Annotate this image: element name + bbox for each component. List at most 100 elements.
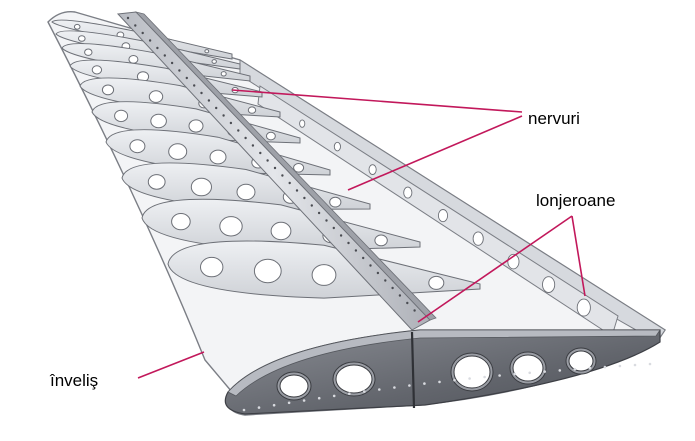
spar-rivet: [288, 181, 291, 185]
rib-hole: [129, 139, 146, 154]
rib-hole: [168, 143, 188, 160]
root-rivet: [272, 403, 276, 407]
root-rivet: [543, 370, 546, 373]
rib-hole: [188, 119, 204, 133]
spar-rivet: [163, 54, 166, 57]
root-rivet: [423, 382, 426, 385]
rear-spar-hole: [542, 276, 556, 293]
rib-hole: [128, 55, 139, 64]
root-rivet: [363, 390, 366, 393]
root-rivet: [603, 365, 607, 369]
root-rivet: [393, 386, 396, 389]
label-skin: înveliş: [49, 371, 98, 390]
spar-rivet: [200, 91, 203, 95]
spar-rivet: [126, 16, 130, 20]
rib-hole: [190, 177, 212, 197]
rib-hole: [374, 234, 388, 247]
root-rivet: [633, 363, 637, 367]
rib-hole: [329, 196, 342, 208]
spar-rivet: [406, 301, 409, 305]
spar-rivet: [148, 39, 152, 42]
spar-rivet: [170, 61, 174, 65]
rib-hole: [147, 174, 166, 190]
rib-hole: [204, 49, 210, 54]
spar-rivet: [369, 264, 372, 267]
spar-rivet: [347, 241, 350, 245]
root-rivet: [483, 375, 486, 379]
spar-rivet: [339, 234, 343, 237]
spar-rivet: [295, 189, 299, 192]
root-hole: [512, 354, 544, 382]
root-rivet: [378, 388, 381, 391]
spar-rivet: [362, 256, 365, 260]
rear-spar-hole: [576, 298, 591, 317]
spar-rivet: [391, 286, 394, 290]
rib-hole: [91, 65, 103, 75]
root-rivet: [257, 406, 261, 409]
spar-rivet: [141, 31, 144, 35]
root-rib-spar-joint: [410, 331, 416, 409]
root-rivet: [302, 399, 306, 402]
spar-rivet: [384, 279, 387, 282]
spar-rivet: [134, 24, 137, 27]
root-rivet: [408, 384, 411, 387]
spar-rivet: [244, 136, 247, 140]
spar-rivet: [259, 151, 262, 155]
spar-rivet: [281, 174, 284, 177]
spar-rivet: [310, 204, 313, 207]
rear-spar-hole: [437, 209, 449, 223]
spar-rivet: [332, 226, 335, 230]
root-rivet: [438, 380, 441, 384]
root-rib-flange: [227, 329, 661, 397]
spar-rivet: [229, 121, 233, 125]
root-rivet: [588, 366, 592, 370]
rib-hole: [253, 258, 282, 284]
rib-hole: [219, 216, 243, 237]
rear-spar-hole: [333, 141, 341, 152]
spar-rivet: [413, 309, 416, 312]
rib-hole: [220, 71, 227, 77]
rib-hole: [270, 221, 292, 241]
rib-hole: [209, 149, 227, 165]
rear-spar-hole: [299, 119, 306, 128]
root-rivet: [558, 369, 562, 372]
spar-rivet: [303, 196, 306, 200]
root-rivet: [317, 396, 321, 400]
spar-rivet: [222, 114, 225, 117]
spar-rivet: [266, 159, 269, 162]
root-hole: [568, 350, 594, 372]
root-rivet: [242, 408, 246, 412]
root-rivet: [528, 371, 531, 375]
spar-rivet: [273, 166, 277, 170]
spar-rivet: [376, 271, 380, 275]
rib-hole: [73, 23, 81, 30]
root-rivet: [513, 372, 516, 376]
leader-spars-1: [417, 215, 573, 323]
spar-rivet: [193, 84, 196, 87]
root-rivet: [453, 378, 456, 382]
label-spars: lonjeroane: [536, 191, 615, 210]
root-rivet: [498, 374, 501, 377]
root-hole: [335, 364, 373, 394]
rib-hole: [148, 90, 164, 103]
rib-hole: [211, 59, 217, 64]
root-rivet: [573, 367, 577, 371]
rib-hole: [101, 84, 115, 96]
spar-rivet: [398, 294, 402, 297]
spar-rivet: [178, 69, 181, 72]
rib-3: [61, 43, 251, 82]
rib-hole: [311, 264, 337, 286]
rear-spar-hole: [368, 164, 377, 175]
leader-ribs-1: [231, 89, 523, 113]
root-hole: [279, 374, 309, 398]
rib-hole: [171, 213, 191, 231]
root-rivet: [287, 401, 291, 405]
spar-rivet: [237, 129, 240, 132]
root-rivet: [648, 362, 652, 366]
spar-rivet: [215, 106, 218, 110]
spar-rivet: [207, 99, 211, 102]
root-rivet: [332, 394, 336, 398]
rib-hole: [428, 275, 445, 290]
